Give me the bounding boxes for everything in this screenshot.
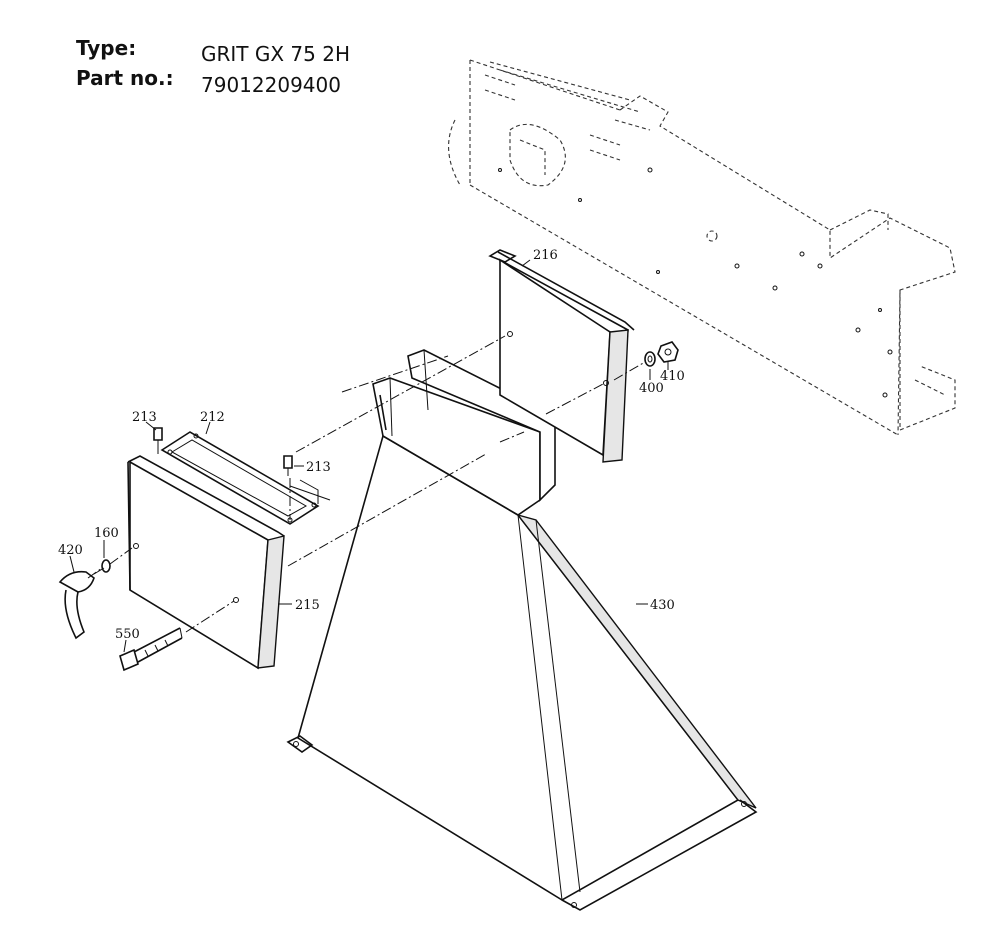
type-value: GRIT GX 75 2H (201, 42, 350, 66)
bolt-213-upper (153, 427, 163, 446)
discharge-chute-430 (286, 349, 758, 911)
bracket-212 (160, 431, 331, 525)
callout-550: 550 (115, 627, 140, 642)
part-number-value: 79012209400 (201, 73, 341, 97)
side-plate-215 (127, 455, 285, 670)
part-number-label: Part no.: (76, 66, 174, 90)
leader-lines (69, 259, 669, 653)
clamp-lever-420 (58, 567, 105, 640)
assembly-axis-lines (87, 335, 646, 633)
bolt-550 (119, 627, 183, 672)
callout-212: 212 (200, 410, 225, 425)
washer-400 (644, 351, 656, 367)
side-plate-216 (488, 249, 635, 463)
type-label: Type: (76, 36, 137, 60)
callout-420: 420 (58, 543, 83, 558)
callout-400: 400 (639, 381, 664, 396)
callout-213-upper: 213 (132, 410, 157, 425)
callout-430: 430 (650, 598, 675, 613)
machine-frame-reference (448, 59, 956, 436)
callout-160: 160 (94, 526, 119, 541)
washer-160 (101, 559, 111, 573)
bolt-213-lower (283, 455, 293, 476)
nut-410 (657, 341, 679, 363)
callout-labels: 216 400 410 213 212 213 160 420 215 430 … (58, 248, 685, 642)
callout-213-lower: 213 (306, 460, 331, 475)
callout-215: 215 (295, 598, 320, 613)
callout-216: 216 (533, 248, 558, 263)
callout-410: 410 (660, 369, 685, 384)
